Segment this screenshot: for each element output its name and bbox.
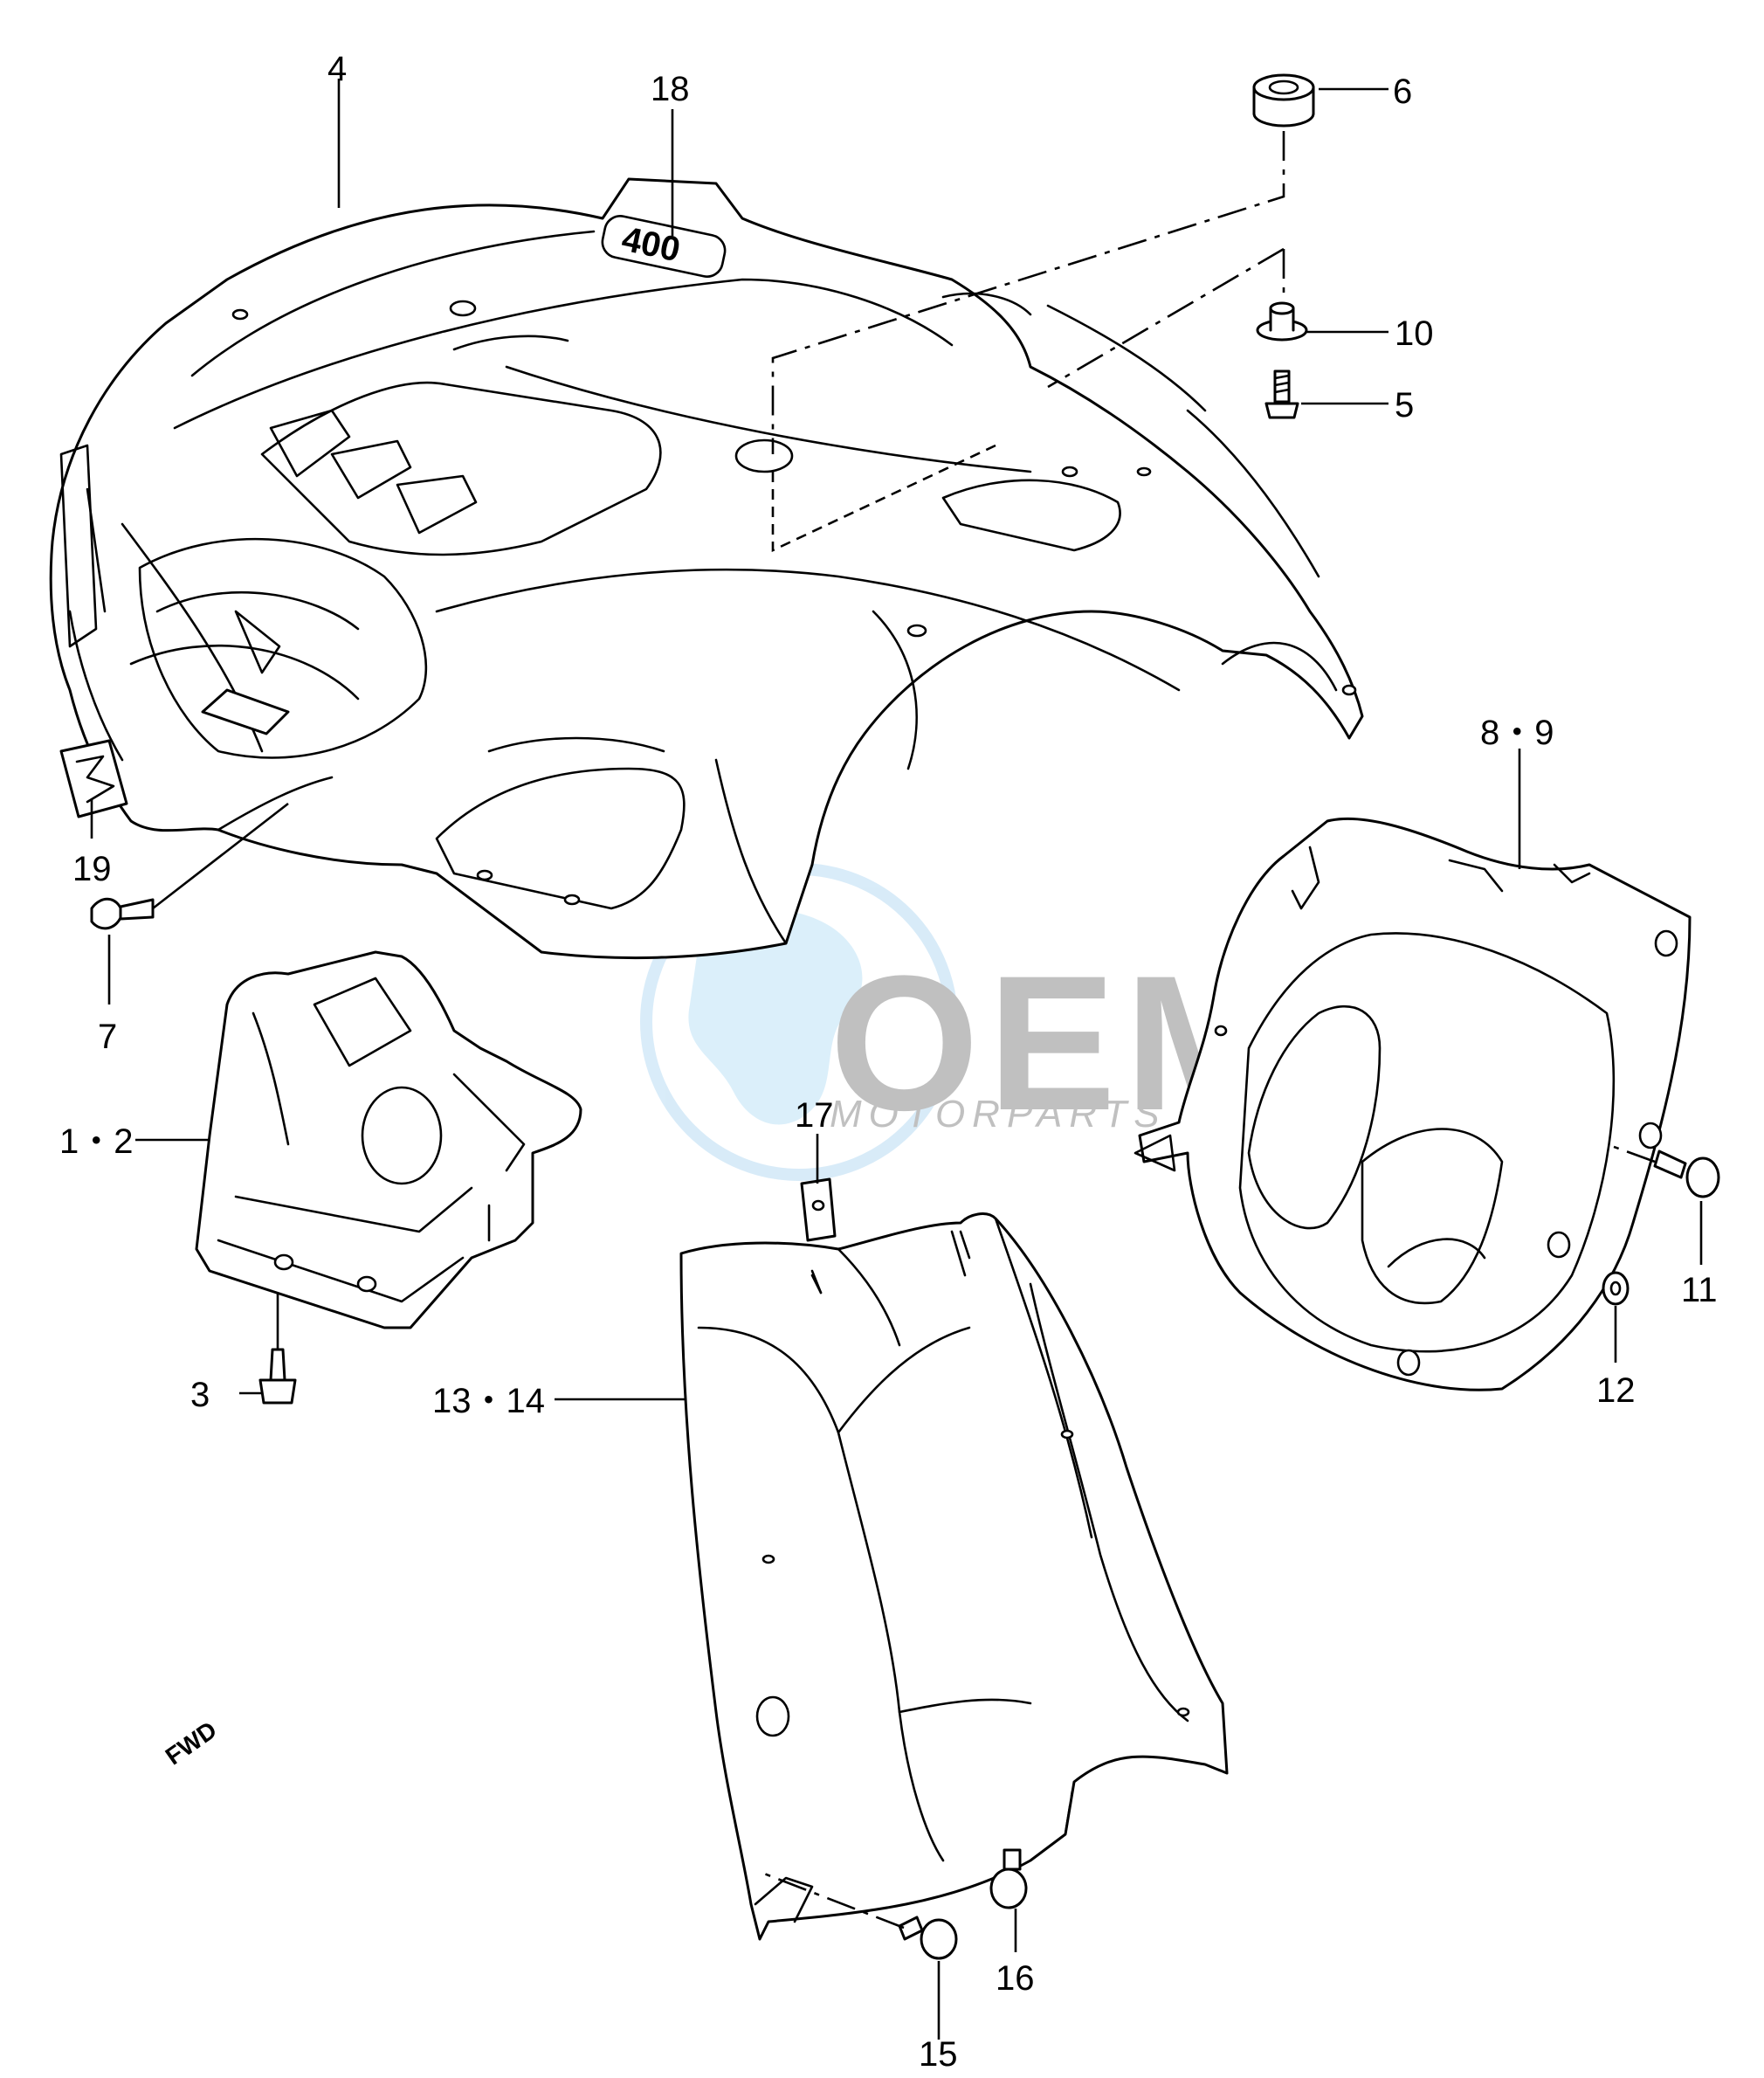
bracket-part-1-2 [195,950,582,1329]
washer-part-12 [1602,1271,1630,1306]
watermark-tagline: MOTORPARTS [830,1093,1167,1136]
leader-lines [90,79,1703,2040]
callout-3: 3 [190,1376,210,1414]
callout-16: 16 [996,1959,1035,1998]
screw-part-3 [258,1348,297,1405]
callout-labels: 4 18 6 10 5 8・9 19 7 1・2 3 17 13・14 11 1… [59,50,1718,2074]
callout-7: 7 [98,1018,117,1056]
emblem-part-19 [59,688,290,818]
callout-18: 18 [651,70,690,108]
clip-part-15 [898,1916,958,1960]
callout-11: 11 [1681,1271,1718,1309]
pin-part-11 [1653,1149,1720,1198]
clip-part-16 [989,1848,1028,1909]
bolt-part-5 [1264,369,1299,419]
callout-6: 6 [1393,72,1412,111]
callout-17: 17 [795,1096,834,1135]
callout-5: 5 [1395,386,1414,425]
callout-19: 19 [72,850,112,888]
screw-part-7 [90,897,155,930]
collar-part-10 [1256,301,1308,342]
grommet-part-6 [1252,73,1315,128]
forward-label: FWD [161,1716,222,1771]
callout-10: 10 [1395,314,1434,353]
callout-15: 15 [919,2035,958,2074]
callout-13-14: 13・14 [432,1382,545,1420]
callout-8-9: 8・9 [1480,714,1554,752]
callout-1-2: 1・2 [59,1122,134,1161]
panel-part-13-14 [679,1177,1229,1941]
forward-arrow-icon: FWD [161,1716,222,1771]
callout-4: 4 [327,50,347,88]
callout-12: 12 [1596,1371,1636,1410]
front-fender-part-4: 400 [49,177,1364,960]
side-cover-part-8-9 [1134,817,1692,1391]
watermark-continents-icon [688,910,863,1125]
